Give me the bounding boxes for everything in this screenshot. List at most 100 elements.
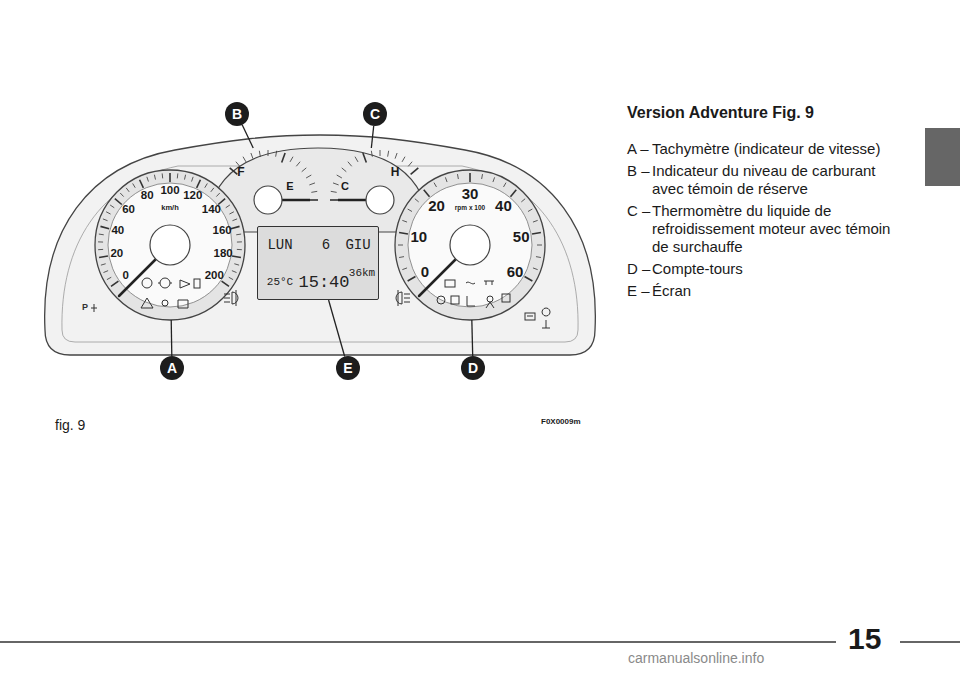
callout-letter: B: [232, 107, 242, 121]
tick: [236, 234, 241, 236]
tick: [309, 183, 315, 185]
scale-number: 0: [421, 264, 429, 279]
temp-hub: [366, 186, 394, 214]
scale-number: 180: [214, 249, 233, 261]
temperature-gauge: HC: [318, 148, 418, 210]
callout-letter: D: [468, 361, 478, 375]
scale-number: 120: [183, 190, 202, 202]
tick: [331, 191, 337, 192]
tick: [251, 153, 253, 159]
callout-letter: A: [167, 361, 177, 375]
scale-number: 100: [160, 185, 179, 197]
tick: [226, 205, 230, 208]
item-letter: C –: [627, 202, 650, 220]
icon-stroke: [502, 294, 510, 302]
display-readout: LUN: [267, 238, 292, 252]
tachometer: 0102030405060rpm x 100: [395, 170, 545, 320]
callout-letter: E: [343, 361, 352, 375]
scale-number: 0: [123, 270, 129, 282]
tick: [342, 168, 347, 172]
tick: [415, 199, 419, 202]
figure-code: F0X0009m: [541, 418, 581, 426]
icon-stroke: [486, 302, 494, 308]
tick: [528, 209, 532, 212]
scale-number: E: [286, 181, 293, 192]
tick: [521, 199, 525, 202]
fuel-needle: [282, 199, 310, 202]
tick: [296, 162, 300, 167]
icon-stroke: [160, 278, 170, 288]
page-rule: [0, 641, 836, 643]
icon-stroke: [542, 308, 550, 328]
tick: [259, 151, 260, 157]
tick: [222, 281, 229, 286]
icon-stroke: [451, 296, 459, 304]
speedometer-needle: [119, 259, 156, 296]
scale-number: 40: [111, 225, 124, 237]
tick: [110, 205, 114, 208]
tick: [395, 153, 397, 159]
icon-stroke: [466, 282, 475, 284]
scale-number: 80: [141, 190, 154, 202]
scale-number: 10: [410, 228, 427, 243]
item-letter: D –: [627, 260, 650, 278]
tick: [380, 150, 381, 156]
tick: [363, 153, 366, 162]
icon-stroke: [158, 283, 172, 284]
tick: [399, 256, 404, 258]
icon-stroke: [142, 278, 152, 288]
tachometer-dial: [395, 170, 545, 320]
tick: [185, 175, 186, 180]
scale-number: 60: [122, 205, 135, 217]
tick: [457, 174, 459, 179]
tick: [333, 183, 339, 185]
leader-line: [371, 126, 373, 148]
tick: [101, 264, 106, 265]
tick: [302, 168, 307, 172]
section-heading: Version Adventure Fig. 9: [627, 104, 814, 122]
tick: [445, 177, 447, 182]
tick: [103, 271, 108, 273]
tick: [536, 256, 541, 258]
tick: [493, 177, 495, 182]
tick: [402, 157, 405, 162]
tick: [140, 180, 144, 188]
scale-number: 40: [495, 198, 512, 213]
scale-number: 200: [205, 270, 224, 282]
fuel-hub: [254, 186, 282, 214]
icon-stroke: [194, 279, 200, 288]
scale-number: 20: [428, 198, 445, 213]
page-number: 15: [848, 624, 881, 654]
icon-stroke: [178, 300, 188, 308]
tick: [533, 268, 538, 270]
leader-line: [171, 320, 173, 356]
callout-letter: A: [160, 356, 184, 380]
tick: [192, 177, 194, 182]
icon-stroke: [162, 300, 168, 306]
tick: [510, 190, 516, 197]
tick: [162, 173, 164, 178]
scale-number: 20: [110, 249, 123, 261]
figure-caption: fig. 9: [55, 416, 85, 434]
display-readout: 6: [322, 238, 330, 252]
parking-symbol: P: [82, 303, 88, 312]
display-readout: GIU: [345, 238, 370, 252]
icon-stroke: [141, 298, 153, 308]
tick: [348, 162, 352, 167]
tick: [398, 245, 403, 246]
tick: [232, 256, 241, 258]
tick: [154, 175, 155, 180]
icon-stroke: [484, 281, 494, 285]
item-text: Tachymètre (indicateur de vitesse): [652, 140, 907, 158]
speedometer-dial: [95, 170, 245, 320]
callout-letter: D: [461, 356, 485, 380]
item-text: Indicateur du niveau de carburant avec t…: [652, 162, 907, 198]
speedometer-hub: [150, 225, 190, 265]
tick: [408, 162, 412, 167]
tick: [229, 277, 233, 279]
tick: [282, 153, 285, 162]
scale-number: C: [341, 181, 349, 192]
tick: [306, 175, 311, 178]
